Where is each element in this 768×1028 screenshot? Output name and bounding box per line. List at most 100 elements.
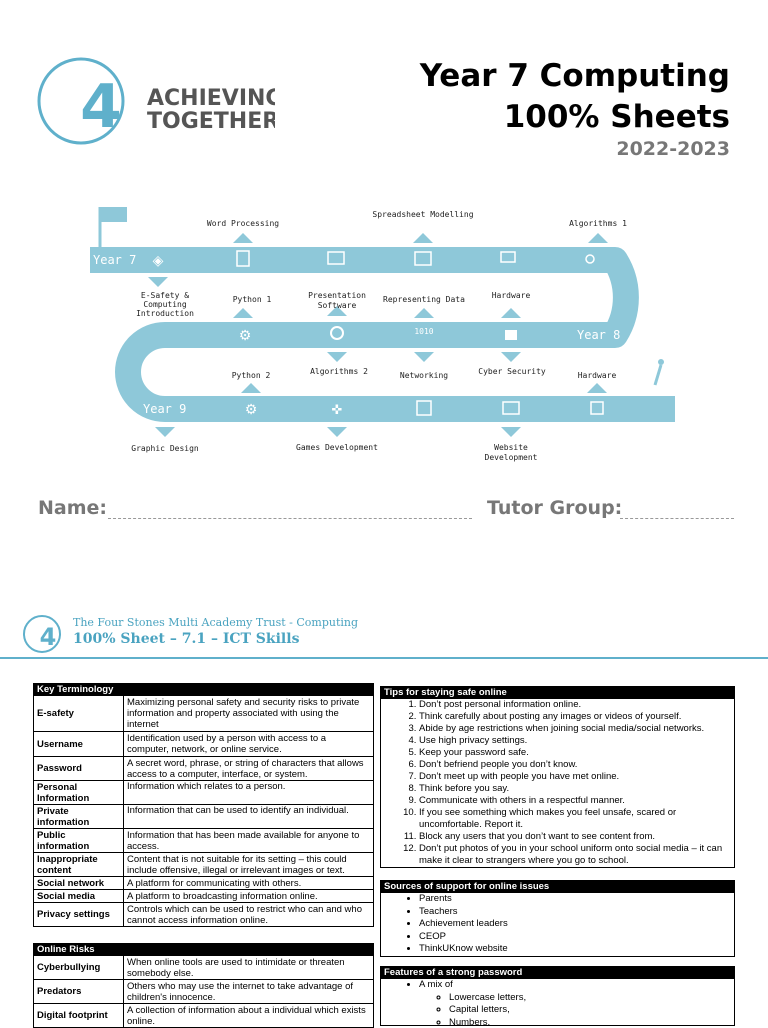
route-icon bbox=[585, 254, 595, 264]
lock-icon bbox=[505, 330, 517, 340]
year-label-9: Year 9 bbox=[143, 402, 186, 416]
term-cell: Personal Information bbox=[33, 780, 124, 805]
spreadsheet-icon bbox=[414, 251, 432, 266]
server-icon bbox=[416, 400, 432, 416]
definition-cell: Content that is not suitable for its set… bbox=[123, 852, 374, 877]
header-rule bbox=[0, 657, 768, 659]
tutor-group-label: Tutor Group: bbox=[487, 497, 623, 519]
roadmap-networking: Networking bbox=[400, 371, 448, 380]
definition-cell: A platform to broadcasting information o… bbox=[123, 889, 374, 903]
definition-cell: A platform for communicating with others… bbox=[123, 876, 374, 890]
list-item: CEOP bbox=[419, 931, 734, 944]
list-item: Parents bbox=[419, 893, 734, 906]
trust-name: The Four Stones Multi Academy Trust - Co… bbox=[73, 616, 359, 629]
roadmap-presentation-b: Software bbox=[318, 301, 357, 310]
list-item: Abide by age restrictions when joining s… bbox=[419, 723, 734, 735]
definition-cell: Information which relates to a person. bbox=[123, 780, 374, 805]
roadmap-hardware-1: Hardware bbox=[492, 291, 531, 300]
roadmap-presentation-a: Presentation bbox=[308, 291, 366, 300]
presentation-icon bbox=[327, 251, 345, 265]
page-title-line2: 100% Sheets bbox=[503, 99, 730, 135]
logo-line1: ACHIEVING bbox=[147, 86, 275, 111]
list-item: A mix of Lowercase letters, Capital lett… bbox=[419, 979, 734, 1026]
list-item: Communicate with others in a respectful … bbox=[419, 795, 734, 807]
support-list: Parents Teachers Achievement leaders CEO… bbox=[381, 893, 734, 956]
trust-logo: 4 bbox=[22, 614, 62, 654]
term-cell: Cyberbullying bbox=[33, 955, 124, 980]
list-item: Block any users that you don’t want to s… bbox=[419, 831, 734, 843]
roadmap-algorithms-1: Algorithms 1 bbox=[569, 219, 627, 228]
term-cell: Public information bbox=[33, 828, 124, 853]
document-icon bbox=[236, 250, 250, 267]
roadmap-hardware-2: Hardware bbox=[578, 371, 617, 380]
list-item: Don’t meet up with people you have met o… bbox=[419, 771, 734, 783]
term-cell: Private information bbox=[33, 804, 124, 829]
binary-icon: 1010 bbox=[414, 327, 433, 336]
term-cell: Privacy settings bbox=[33, 902, 124, 927]
year-range: 2022-2023 bbox=[616, 138, 730, 160]
list-item: Lowercase letters, bbox=[449, 992, 734, 1005]
term-cell: Social network bbox=[33, 876, 124, 890]
list-item: Capital letters, bbox=[449, 1004, 734, 1017]
celebrate-icon bbox=[658, 359, 664, 365]
list-item: Use high privacy settings. bbox=[419, 735, 734, 747]
list-item: Don’t post personal information online. bbox=[419, 699, 734, 711]
term-cell: Predators bbox=[33, 979, 124, 1004]
term-cell: Inappropriate content bbox=[33, 852, 124, 877]
list-item: ThinkUKnow website bbox=[419, 943, 734, 956]
definition-cell: Identification used by a person with acc… bbox=[123, 731, 374, 757]
roadmap-python-1: Python 1 bbox=[233, 295, 272, 304]
chip-icon bbox=[590, 401, 604, 415]
list-item: Achievement leaders bbox=[419, 918, 734, 931]
year-label-7: Year 7 bbox=[93, 253, 136, 267]
term-cell: Social media bbox=[33, 889, 124, 903]
academy-logo: 4 ACHIEVING TOGETHER bbox=[35, 55, 283, 145]
key-terminology-heading: Key Terminology bbox=[33, 683, 374, 696]
tips-box: Tips for staying safe online Don’t post … bbox=[380, 686, 735, 868]
name-field[interactable] bbox=[108, 518, 472, 519]
roadmap-python-2: Python 2 bbox=[232, 371, 271, 380]
list-item: Think before you say. bbox=[419, 783, 734, 795]
tips-heading: Tips for staying safe online bbox=[381, 687, 734, 699]
list-item: Think carefully about posting any images… bbox=[419, 711, 734, 723]
tutor-group-field[interactable] bbox=[620, 518, 734, 519]
computer-icon bbox=[500, 251, 516, 263]
list-item: Don’t put photos of you in your school u… bbox=[419, 843, 734, 867]
definition-cell: Controls which can be used to restrict w… bbox=[123, 902, 374, 927]
list-item: If you see something which makes you fee… bbox=[419, 807, 734, 831]
definition-cell: A secret word, phrase, or string of char… bbox=[123, 756, 374, 781]
roadmap-representing-data: Representing Data bbox=[383, 295, 465, 304]
definition-cell: Information that can be used to identify… bbox=[123, 804, 374, 829]
roadmap-games-dev: Games Development bbox=[296, 443, 378, 452]
year-label-8: Year 8 bbox=[577, 328, 620, 342]
roadmap-algorithms-2: Algorithms 2 bbox=[310, 367, 368, 376]
definition-cell: Others who may use the internet to take … bbox=[123, 979, 374, 1004]
roadmap-graphic-design: Graphic Design bbox=[131, 444, 199, 453]
tips-list: Don’t post personal information online. … bbox=[381, 699, 734, 867]
list-item: Teachers bbox=[419, 906, 734, 919]
definition-cell: Information that has been made available… bbox=[123, 828, 374, 853]
gamepad-icon: ✜ bbox=[332, 403, 343, 418]
list-item: Keep your password safe. bbox=[419, 747, 734, 759]
sheet-title: 100% Sheet – 7.1 – ICT Skills bbox=[73, 631, 300, 647]
magnifier-icon bbox=[330, 326, 344, 340]
page-title-line1: Year 7 Computing bbox=[419, 58, 730, 94]
roadmap-esafety-c: Introduction bbox=[136, 309, 194, 318]
name-label: Name: bbox=[38, 497, 108, 519]
definition-cell: Maximizing personal safety and security … bbox=[123, 695, 374, 732]
roadmap-cyber-security: Cyber Security bbox=[478, 367, 546, 376]
roadmap-website-a: Website bbox=[494, 443, 528, 452]
roadmap-esafety-b: Computing bbox=[143, 300, 187, 309]
password-heading: Features of a strong password bbox=[381, 967, 734, 979]
shield-icon: ◈ bbox=[153, 253, 164, 269]
roadmap-spreadsheet: Spreadsheet Modelling bbox=[372, 210, 473, 219]
logo-number: 4 bbox=[80, 72, 122, 142]
list-item: Numbers, bbox=[449, 1017, 734, 1026]
roadmap-word-processing: Word Processing bbox=[207, 219, 279, 228]
term-cell: Username bbox=[33, 731, 124, 757]
password-list: A mix of Lowercase letters, Capital lett… bbox=[381, 979, 734, 1026]
code-window-icon bbox=[502, 401, 520, 415]
python-icon-2: ⚙ bbox=[245, 402, 258, 418]
roadmap-esafety-a: E-Safety & bbox=[141, 291, 189, 300]
